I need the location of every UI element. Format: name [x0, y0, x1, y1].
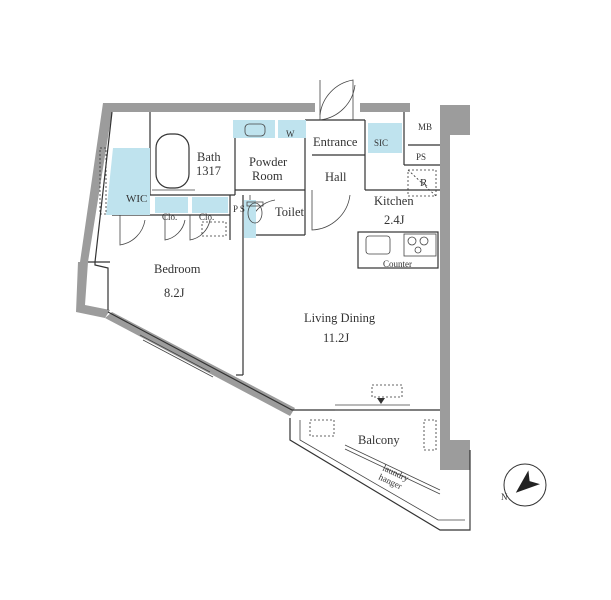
- counter-label: Counter: [383, 259, 412, 269]
- refrigerator-label: R: [420, 177, 428, 189]
- bedroom-label: Bedroom: [154, 262, 201, 276]
- balcony-label: Balcony: [358, 433, 400, 447]
- closet-2-label: Clo.: [199, 212, 214, 222]
- ps-top-label: PS: [416, 152, 426, 162]
- bath-label: Bath: [197, 150, 221, 164]
- kitchen-size: 2.4J: [384, 213, 405, 227]
- ps-mid-label: P S: [233, 204, 245, 214]
- hall-label: Hall: [325, 170, 347, 184]
- laundry-hanger-line: [344, 444, 441, 495]
- sic-label: SIC: [374, 138, 388, 148]
- wic-label: WIC: [126, 193, 147, 205]
- powder-room-label-1: Powder: [249, 155, 288, 169]
- partitions: [88, 112, 440, 376]
- entrance-label: Entrance: [313, 135, 358, 149]
- bedroom-size: 8.2J: [164, 286, 185, 300]
- bathtub: [152, 133, 195, 191]
- north-arrow-icon: N: [501, 463, 547, 507]
- living-dining-label: Living Dining: [304, 311, 376, 325]
- refrigerator-space: [407, 169, 437, 197]
- closet-1-label: Clo.: [162, 212, 177, 222]
- living-dining-size: 11.2J: [323, 331, 349, 345]
- kitchen-label: Kitchen: [374, 194, 414, 208]
- kitchen-counter: [357, 231, 439, 269]
- mb-label: MB: [418, 122, 432, 132]
- toilet-fixture: [246, 201, 264, 224]
- outer-outline: [94, 111, 471, 531]
- svg-text:N: N: [501, 492, 508, 502]
- w-label: W: [286, 129, 295, 139]
- ac-units: [99, 147, 437, 451]
- washbasin: [244, 123, 266, 137]
- powder-room-label-2: Room: [252, 169, 283, 183]
- toilet-label: Toilet: [275, 205, 305, 219]
- bath-size: 1317: [196, 164, 221, 178]
- walls: [76, 103, 470, 470]
- windows: [139, 334, 410, 411]
